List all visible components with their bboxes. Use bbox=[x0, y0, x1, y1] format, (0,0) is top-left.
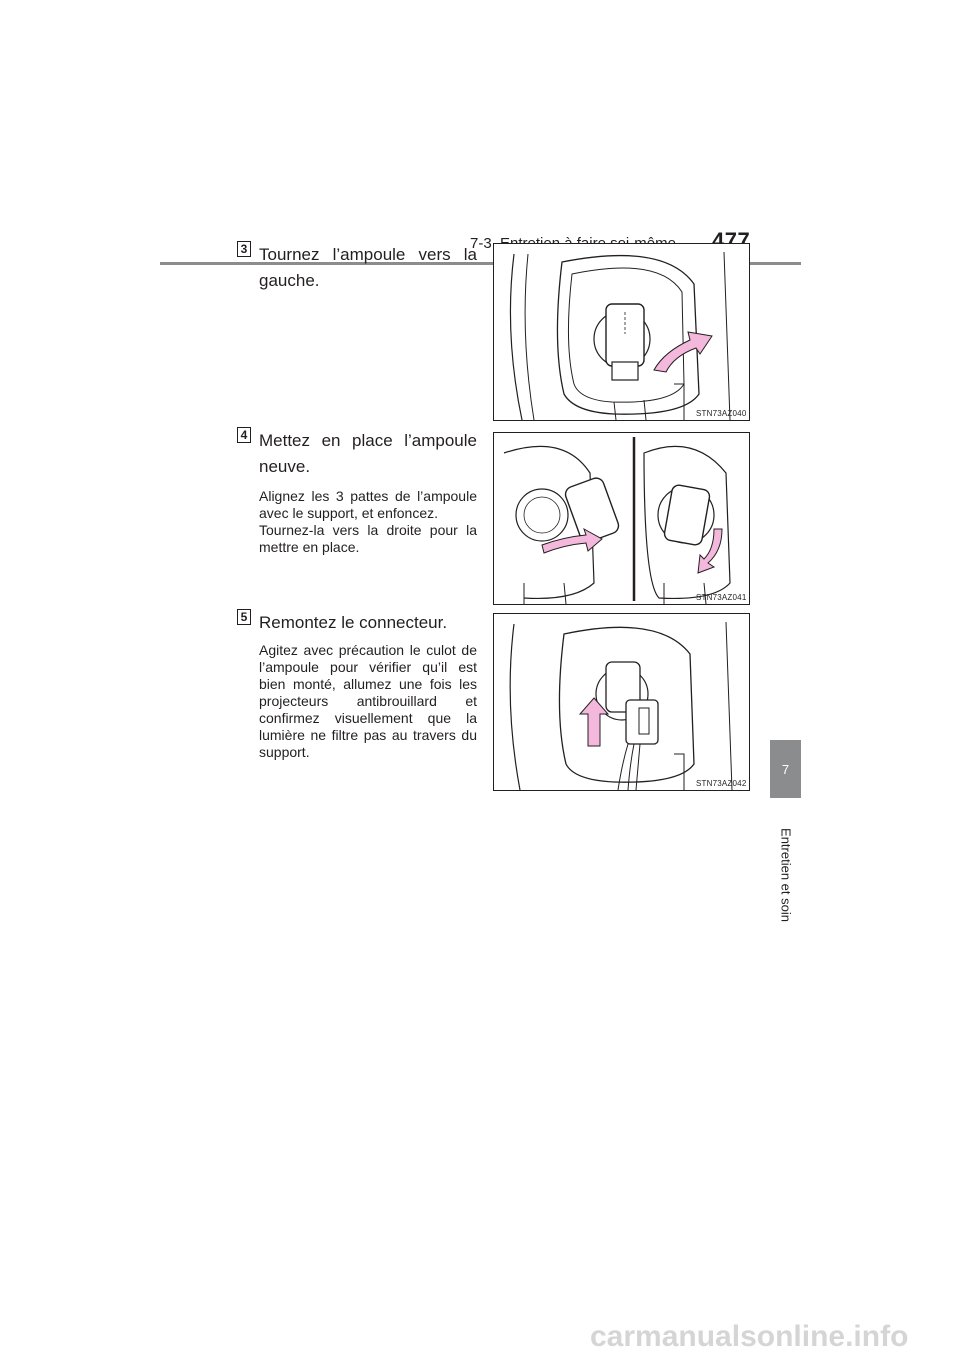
figure-code: STN73AZ041 bbox=[696, 593, 747, 602]
step-number-badge: 4 bbox=[237, 427, 251, 443]
install-new-bulb-figure: STN73AZ041 bbox=[493, 432, 750, 605]
chapter-label-text: Entretien et soin bbox=[778, 828, 794, 922]
fog-lamp-housing-illustration bbox=[509, 251, 731, 420]
chapter-number: 7 bbox=[781, 761, 790, 777]
step-body: Agitez avec précaution le culot de l’amp… bbox=[259, 642, 477, 760]
figure-code: STN73AZ042 bbox=[696, 779, 747, 788]
svg-text:carmanualsonline.info: carmanualsonline.info bbox=[590, 1320, 908, 1353]
chapter-tab: 7 bbox=[770, 740, 801, 798]
watermark-logo: carmanualsonline.info bbox=[590, 1318, 950, 1359]
header-rule bbox=[160, 262, 801, 265]
step-body: Alignez les 3 pattes de l’ampoule avec l… bbox=[259, 488, 477, 555]
bulb-turn-left-figure: STN73AZ040 bbox=[493, 243, 750, 421]
figure-code: STN73AZ040 bbox=[696, 409, 747, 418]
step-title: Remontez le connecteur. bbox=[259, 613, 448, 632]
step-number-badge: 3 bbox=[237, 241, 251, 257]
step-number-badge: 5 bbox=[237, 609, 251, 625]
step-title: Mettez en place l’ampoule neuve. bbox=[259, 431, 477, 476]
watermark-text-graphic: carmanualsonline.info bbox=[590, 1320, 908, 1353]
step-title: Tournez l’ampoule vers la gauche. bbox=[259, 245, 477, 290]
bulb-install-illustration bbox=[503, 437, 731, 604]
reconnect-connector-figure: STN73AZ042 bbox=[493, 613, 750, 791]
connector-illustration bbox=[509, 621, 733, 790]
chapter-label: Entretien et soin bbox=[771, 828, 801, 922]
